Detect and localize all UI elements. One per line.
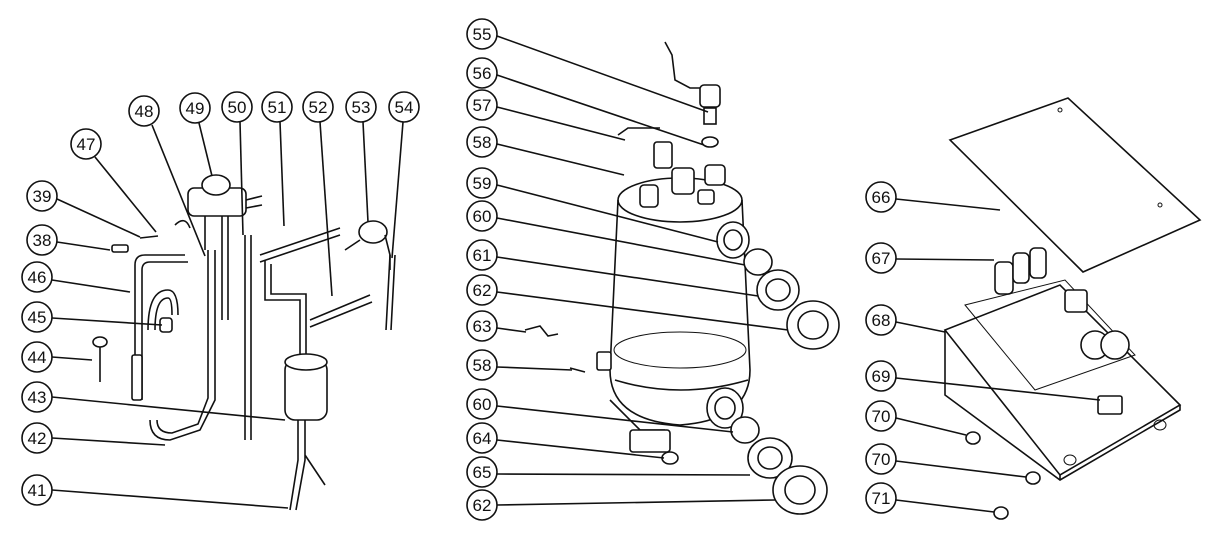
callout-47: 47: [70, 128, 157, 233]
callout-62-upper: 62: [466, 274, 789, 331]
callout-52: 52: [302, 91, 334, 297]
callout-62-lower-label: 62: [473, 496, 492, 515]
callout-68: 68: [865, 304, 946, 336]
callout-45: 45: [21, 301, 163, 333]
callout-65: 65: [466, 456, 751, 488]
callout-46: 46: [21, 261, 131, 293]
callout-42-label: 42: [28, 429, 47, 448]
callout-55: 55: [466, 18, 709, 113]
callout-53-label: 53: [352, 98, 371, 117]
callout-38: 38: [26, 224, 111, 256]
callout-48-label: 48: [135, 102, 154, 121]
callout-67-label: 67: [872, 249, 891, 268]
callout-70-upper-label: 70: [872, 407, 891, 426]
callout-61: 61: [466, 239, 759, 297]
callout-64-label: 64: [473, 429, 492, 448]
callout-70-lower-label: 70: [872, 450, 891, 469]
piping-assembly-drawing: [92, 174, 396, 511]
callout-39: 39: [26, 180, 141, 238]
callout-43: 43: [21, 381, 286, 421]
callout-60-lower: 60: [466, 388, 734, 433]
callout-54-label: 54: [395, 98, 414, 117]
callout-53: 53: [345, 91, 377, 223]
callout-62-upper-label: 62: [473, 281, 492, 300]
callout-58-lower: 58: [466, 349, 573, 381]
callout-48: 48: [128, 95, 206, 257]
callout-65-label: 65: [473, 463, 492, 482]
callout-59-label: 59: [473, 174, 492, 193]
callout-56: 56: [466, 57, 705, 146]
callout-62-lower: 62: [466, 489, 776, 521]
callout-50: 50: [221, 91, 253, 236]
callout-51: 51: [261, 91, 293, 227]
callout-44: 44: [21, 341, 93, 373]
callout-64: 64: [466, 422, 665, 459]
callout-56-label: 56: [473, 64, 492, 83]
callout-67: 67: [865, 242, 995, 274]
callout-51-label: 51: [268, 98, 287, 117]
callout-39-label: 39: [33, 187, 52, 206]
callout-50-label: 50: [228, 98, 247, 117]
callout-57-label: 57: [473, 96, 492, 115]
callout-70-upper: 70: [865, 400, 967, 436]
callout-58-upper: 58: [466, 126, 625, 176]
callout-44-label: 44: [28, 348, 47, 367]
control-box-drawing: [943, 97, 1202, 520]
callout-60-upper-label: 60: [473, 207, 492, 226]
callout-68-label: 68: [872, 311, 891, 330]
callout-42: 42: [21, 422, 166, 454]
callout-69: 69: [865, 360, 1101, 401]
callout-54: 54: [388, 91, 420, 259]
callout-49-label: 49: [186, 99, 205, 118]
callout-60-upper: 60: [466, 200, 746, 266]
callout-58-lower-label: 58: [473, 356, 492, 375]
callout-49: 49: [179, 92, 213, 177]
callout-57: 57: [466, 89, 626, 141]
callout-58-upper-label: 58: [473, 133, 492, 152]
callout-66: 66: [865, 181, 1001, 213]
callout-71: 71: [865, 482, 995, 514]
callout-63-label: 63: [473, 317, 492, 336]
callout-70-lower: 70: [865, 443, 1027, 478]
callout-47-label: 47: [77, 135, 96, 154]
callout-71-label: 71: [872, 489, 891, 508]
callout-66-label: 66: [872, 188, 891, 207]
callout-69-label: 69: [872, 367, 891, 386]
callout-55-label: 55: [473, 25, 492, 44]
callout-38-label: 38: [33, 231, 52, 250]
tank-assembly-drawing: [524, 41, 840, 515]
callout-45-label: 45: [28, 308, 47, 327]
callout-46-label: 46: [28, 268, 47, 287]
callout-41: 41: [21, 474, 289, 509]
callout-52-label: 52: [309, 98, 328, 117]
callout-60-lower-label: 60: [473, 395, 492, 414]
callout-41-label: 41: [28, 481, 47, 500]
callout-59: 59: [466, 167, 719, 243]
callout-63: 63: [466, 310, 527, 342]
callout-43-label: 43: [28, 388, 47, 407]
callout-61-label: 61: [473, 246, 492, 265]
